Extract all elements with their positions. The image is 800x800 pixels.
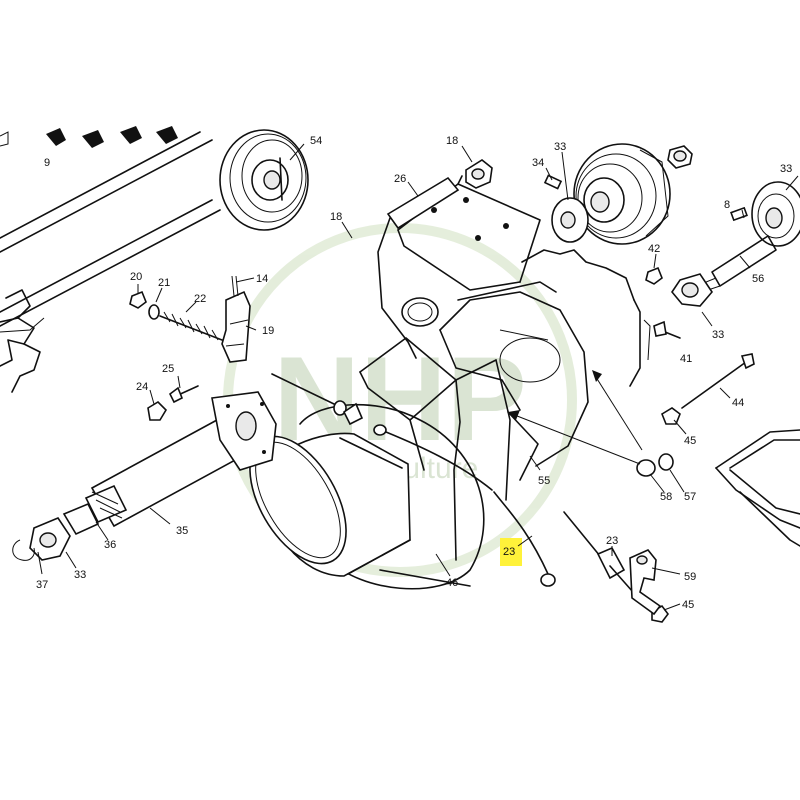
part-label-21: 21 [158,277,170,289]
bearing-18-top [465,159,493,189]
part-label-26: 26 [394,173,406,185]
part-label-34: 34 [532,157,544,169]
right-tray [715,429,800,547]
auger-blade-left [0,289,45,393]
part-label-44: 44 [732,397,744,409]
double-pulley [543,143,693,245]
part-label-33: 33 [712,329,724,341]
arrows [508,370,643,465]
part-label-8: 8 [724,199,730,211]
part-label-42: 42 [648,243,660,255]
leader-lines [37,143,799,611]
part-label-24: 24 [136,381,148,393]
fan-housing-55 [439,291,589,481]
part-label-23: 23 [606,535,618,547]
part-label-22: 22 [194,293,206,305]
main-shaft-35 [12,391,277,561]
conveyor-bars [0,126,221,327]
pulley-54 [219,129,309,231]
shaft-flange-56 [645,181,800,307]
part-label-59: 59 [684,571,696,583]
part-label-36: 36 [104,539,116,551]
part-label-14: 14 [256,273,268,285]
part-label-57: 57 [684,491,696,503]
part-label-55: 55 [538,475,550,487]
highlight-marker [500,538,522,566]
part-label-9: 9 [44,157,50,169]
part-label-45: 45 [682,599,694,611]
part-label-37: 37 [36,579,48,591]
part-label-20: 20 [130,271,142,283]
drum-tube [249,432,411,577]
part-label-18: 18 [330,211,342,223]
part-label-45: 45 [684,435,696,447]
part-label-33: 33 [74,569,86,581]
housing-frame-26 [377,175,651,387]
part-label-56: 56 [752,273,764,285]
bolts [147,320,755,623]
part-label-35: 35 [176,525,188,537]
part-label-18: 18 [446,135,458,147]
control-cable-23 [271,373,662,616]
part-label-33: 33 [554,141,566,153]
part-label-33: 33 [780,163,792,175]
part-label-23-highlighted: 23 [503,546,515,558]
part-label-54: 54 [310,135,322,147]
part-labels: 9 54 18 33 34 26 18 33 8 42 56 20 21 14 … [36,135,792,611]
part-label-41: 41 [680,353,692,365]
spring-bracket-19 [129,275,251,363]
part-label-46: 46 [446,577,458,589]
part-label-25: 25 [162,363,174,375]
part-label-58: 58 [660,491,672,503]
part-label-19: 19 [262,325,274,337]
